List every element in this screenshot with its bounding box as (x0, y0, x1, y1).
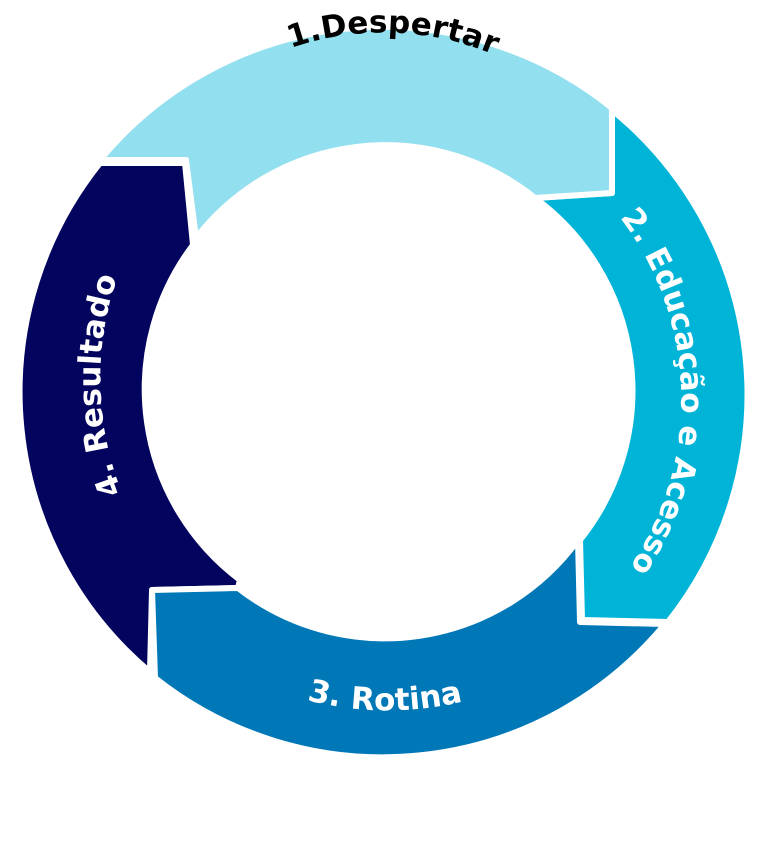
segment-4-resultado (16, 160, 243, 675)
segment-3-rotina (149, 537, 668, 761)
segment-1-despertar (97, 23, 615, 241)
segment-2-educacao-acesso (532, 107, 751, 625)
